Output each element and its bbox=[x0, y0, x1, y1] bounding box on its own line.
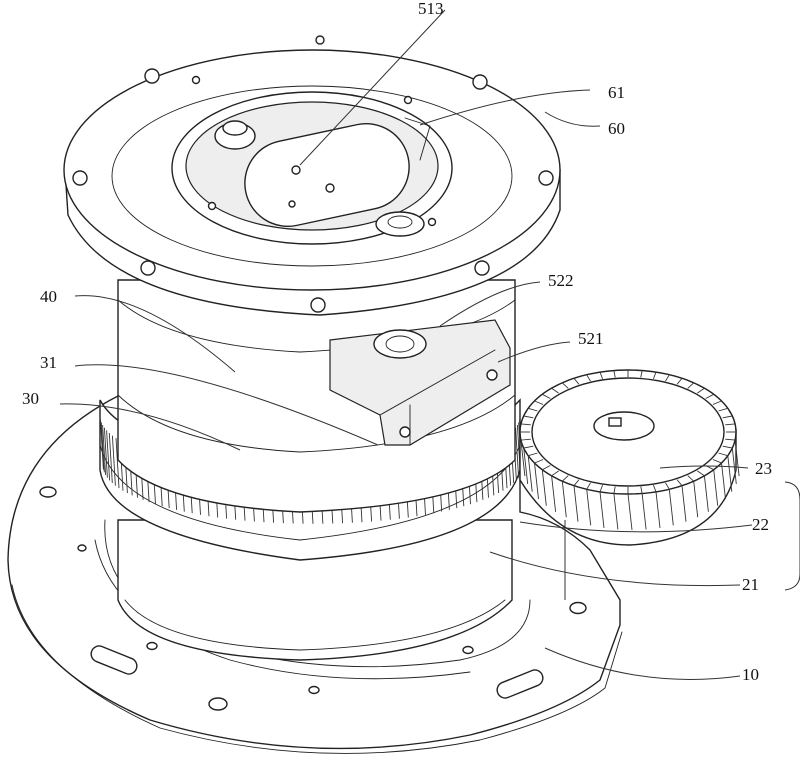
flange-bolt-hole bbox=[538, 170, 554, 186]
lower-housing bbox=[117, 519, 513, 661]
label-521: 521 bbox=[578, 329, 604, 348]
spur-gear bbox=[519, 369, 740, 546]
flange-bolt-hole bbox=[472, 74, 488, 90]
label-60: 60 bbox=[608, 119, 625, 138]
flange-bolt-hole bbox=[140, 260, 156, 276]
base-hole bbox=[208, 697, 228, 711]
bearing bbox=[373, 329, 427, 359]
base-hole bbox=[39, 486, 57, 498]
base-slot bbox=[496, 669, 544, 699]
base-hole bbox=[146, 641, 158, 651]
label-21: 21 bbox=[742, 575, 759, 594]
label-22: 22 bbox=[752, 515, 769, 534]
flange-bolt-hole bbox=[474, 260, 490, 276]
label-30: 30 bbox=[22, 389, 39, 408]
spur-gear-teeth bbox=[520, 370, 740, 531]
label-23: 23 bbox=[755, 459, 772, 478]
inner-mechanism bbox=[214, 117, 431, 237]
bracket bbox=[329, 319, 511, 446]
flange-bolt-hole bbox=[144, 68, 160, 84]
label-10: 10 bbox=[742, 665, 759, 684]
base-hole bbox=[77, 544, 87, 552]
reference-labels: 513 61 60 40 522 31 521 30 23 22 21 10 bbox=[22, 0, 772, 684]
label-61: 61 bbox=[608, 83, 625, 102]
link-plate bbox=[244, 122, 410, 228]
gear-bore bbox=[593, 411, 655, 441]
flange-bolt-hole bbox=[310, 297, 326, 313]
label-31: 31 bbox=[40, 353, 57, 372]
base-hole bbox=[308, 685, 320, 695]
leader-lines bbox=[59, 9, 800, 680]
label-522: 522 bbox=[548, 271, 574, 290]
flange-bolt-hole bbox=[72, 170, 88, 186]
roller bbox=[375, 211, 425, 237]
label-40: 40 bbox=[40, 287, 57, 306]
label-513: 513 bbox=[418, 0, 444, 18]
flange-hole bbox=[315, 35, 325, 45]
base-hole bbox=[569, 601, 587, 615]
base-hole bbox=[462, 645, 474, 655]
base-slot bbox=[90, 645, 138, 675]
